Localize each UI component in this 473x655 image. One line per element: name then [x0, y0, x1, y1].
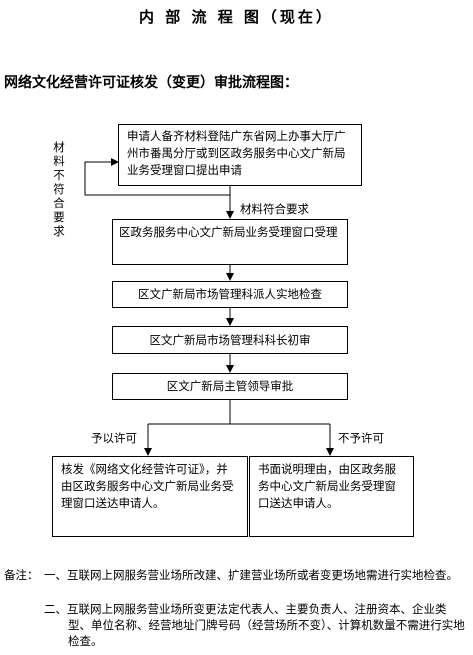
- label-materials-not-ok: 材料不符合要求: [53, 140, 65, 238]
- flow-title: 网络文化经营许可证核发（变更）审批流程图：: [4, 75, 298, 91]
- step-preliminary-review: 区文广新局市场管理科科长初审: [112, 326, 348, 354]
- step-approval: 区文广新局主管领导审批: [112, 373, 348, 400]
- step-inspect: 区文广新局市场管理科派人实地检查: [112, 281, 348, 308]
- step-accept: 区政务服务中心文广新局业务受理窗口受理: [112, 219, 348, 265]
- note-item-1: 一、互联网上网服务营业场所改建、扩建营业场所或者变更场地需进行实地检查。: [44, 568, 458, 582]
- label-reject: 不予许可: [338, 431, 384, 445]
- label-approve: 予以许可: [91, 431, 137, 445]
- notes-prefix: 备注：: [4, 568, 39, 582]
- outcome-approve: 核发《网络文化经营许可证》，并由区政务服务中心文广新局业务受理窗口送达申请人。: [52, 456, 248, 537]
- outcome-reject: 书面说明理由，由区政务服务中心文广新局业务受理窗口送达申请人。: [249, 456, 414, 537]
- label-materials-ok: 材料符合要求: [240, 202, 309, 216]
- note-item-2: 二、互联网上网服务营业场所变更法定代表人、主要负责人、注册资本、企业类型、单位名…: [44, 602, 465, 648]
- page-title: 内 部 流 程 图（现在）: [139, 8, 334, 26]
- step-apply: 申请人备齐材料登陆广东省网上办事大厅广州市番禺分厅或到区政务服务中心文广新局业务…: [118, 124, 362, 186]
